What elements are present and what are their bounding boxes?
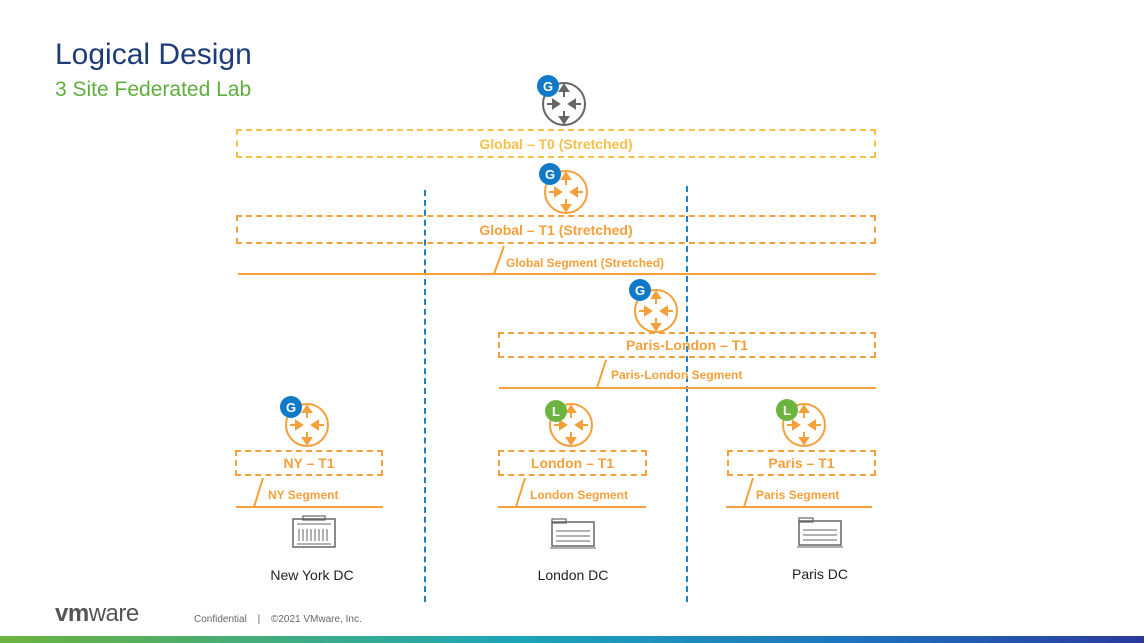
paris-london-segment-label: Paris-London Segment: [611, 368, 743, 382]
ny-dc-label: New York DC: [270, 567, 354, 583]
paris-t1-box: Paris – T1: [727, 450, 876, 476]
vmware-logo: vmware: [55, 600, 139, 628]
global-badge-icon: G: [629, 279, 651, 301]
global-badge-icon: G: [539, 163, 561, 185]
paris-segment-line: [726, 506, 872, 508]
ny-t1-box: NY – T1: [235, 450, 383, 476]
local-badge-icon: L: [776, 399, 798, 421]
london-segment-label: London Segment: [530, 488, 628, 502]
london-dc-label: London DC: [537, 567, 609, 583]
global-badge-icon: G: [280, 396, 302, 418]
site-divider-right: [686, 186, 688, 602]
paris-london-segment-link: [596, 359, 607, 389]
page-title: Logical Design: [55, 38, 252, 71]
global-t1-box: Global – T1 (Stretched): [236, 215, 876, 244]
paris-datacenter-building-icon: [797, 517, 843, 548]
page-subtitle: 3 Site Federated Lab: [55, 78, 252, 101]
paris-segment-link: [743, 477, 754, 508]
ny-segment-link: [253, 477, 264, 508]
london-segment-line: [498, 506, 646, 508]
ny-segment-label: NY Segment: [268, 488, 339, 502]
paris-dc-label: Paris DC: [791, 566, 848, 582]
london-datacenter-building-icon: [550, 518, 596, 549]
paris-london-segment-line: [499, 387, 876, 389]
ny-datacenter-building-icon: [292, 515, 336, 548]
footer-separator: |: [257, 614, 261, 625]
confidential-label: Confidential: [194, 614, 247, 625]
local-badge-icon: L: [545, 400, 567, 422]
paris-segment-label: Paris Segment: [756, 488, 840, 502]
copyright-label: ©2021 VMware, Inc.: [270, 614, 362, 625]
logo-vm-text: vm: [55, 600, 89, 627]
global-badge-icon: G: [537, 75, 559, 97]
global-segment-line: [238, 273, 876, 275]
paris-london-router-icon: [634, 289, 678, 333]
site-divider-left: [424, 190, 426, 602]
footer-text: Confidential | ©2021 VMware, Inc.: [194, 614, 362, 625]
brand-gradient-bar: [0, 636, 1144, 643]
global-segment-label: Global Segment (Stretched): [506, 256, 665, 270]
global-segment-link: [493, 245, 505, 275]
logo-ware-text: ware: [88, 600, 140, 627]
global-t0-box: Global – T0 (Stretched): [236, 129, 876, 158]
london-t1-box: London – T1: [498, 450, 647, 476]
ny-segment-line: [236, 506, 383, 508]
london-segment-link: [515, 477, 526, 508]
paris-london-t1-box: Paris-London – T1: [498, 332, 876, 358]
